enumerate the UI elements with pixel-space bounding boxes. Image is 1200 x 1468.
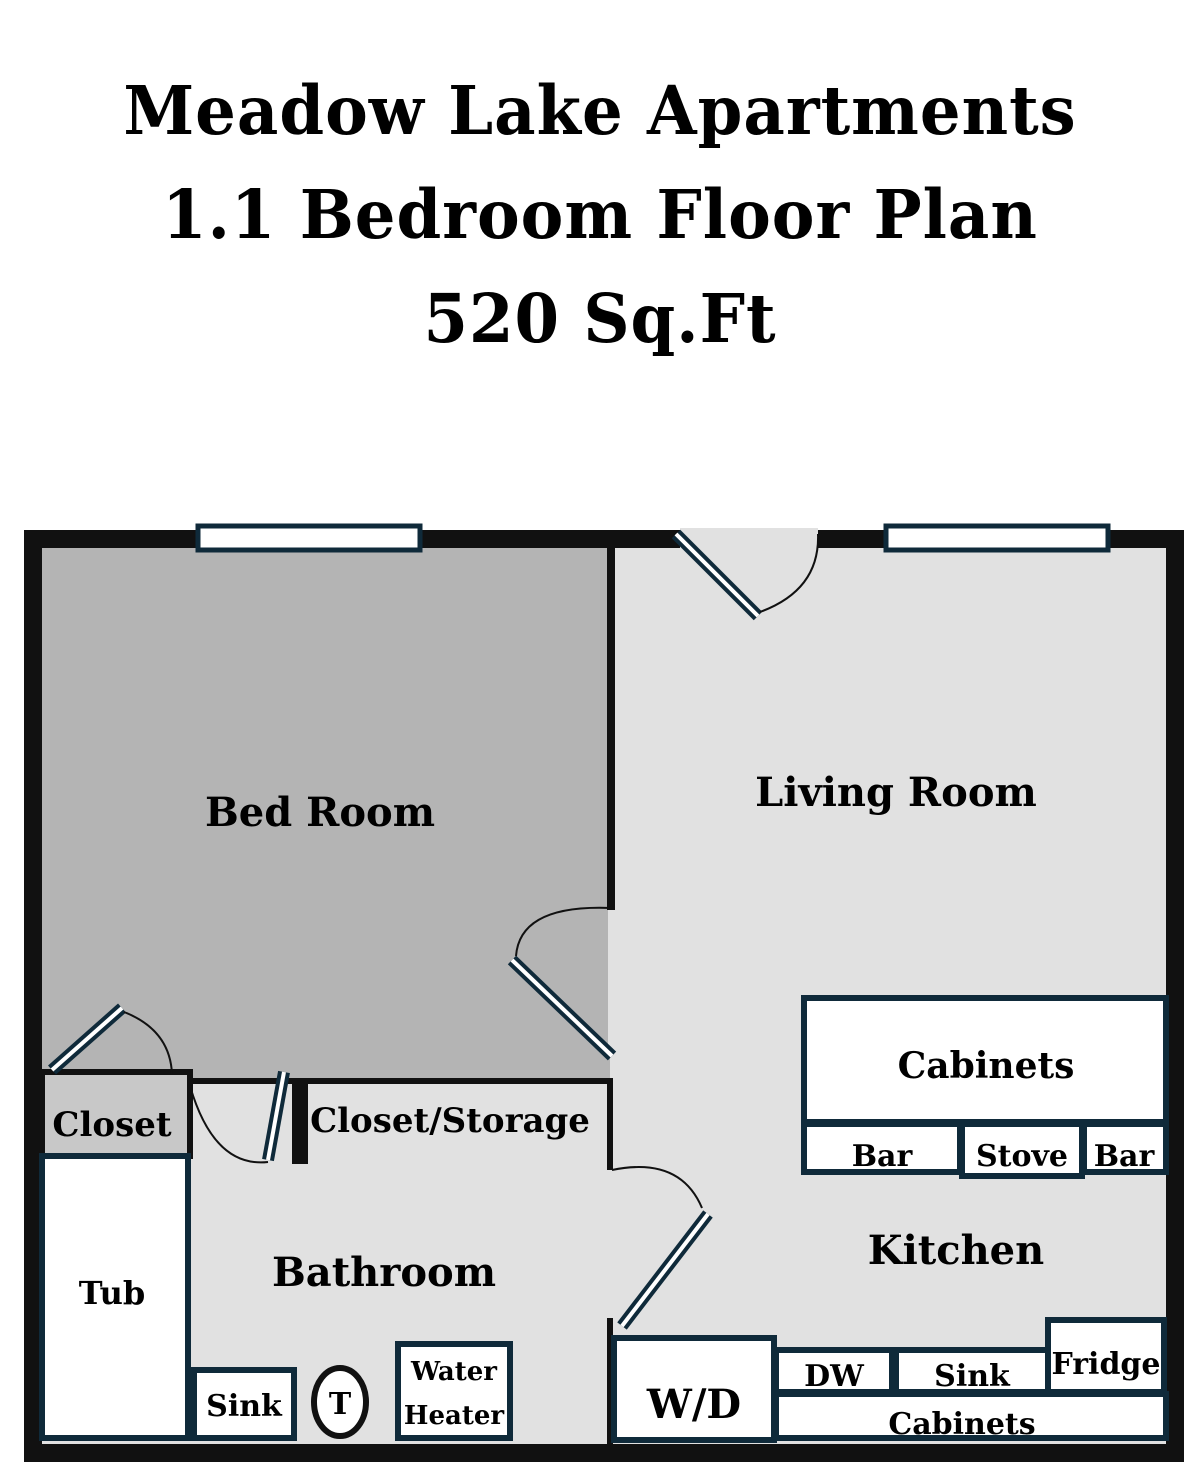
bedroom-floor xyxy=(42,548,610,1082)
label-water-heater-2: Heater xyxy=(404,1401,505,1431)
label-bar-left: Bar xyxy=(852,1139,914,1174)
closet-door[interactable] xyxy=(48,1003,173,1075)
label-bath-sink: Sink xyxy=(206,1389,283,1424)
fridge xyxy=(1045,1317,1167,1395)
bath-kitchen-door[interactable] xyxy=(611,1166,713,1330)
tub xyxy=(39,1153,191,1441)
toilet xyxy=(311,1365,369,1439)
label-bar-right: Bar xyxy=(1094,1139,1156,1174)
bedroom-door-gap xyxy=(608,908,618,1054)
closet-area xyxy=(39,1069,193,1159)
entry-door-gap xyxy=(680,528,818,550)
label-washer-dryer: W/D xyxy=(646,1381,741,1428)
label-living-room: Living Room xyxy=(755,769,1037,816)
bar-left xyxy=(801,1121,963,1175)
bar-right xyxy=(1081,1121,1169,1175)
label-bedroom: Bed Room xyxy=(205,789,435,836)
label-toilet: T xyxy=(329,1387,352,1422)
label-water-heater-1: Water xyxy=(410,1357,497,1387)
storage-wall xyxy=(292,1078,308,1164)
title-line-2: 1.1 Bedroom Floor Plan xyxy=(162,176,1038,255)
bedroom-south-wall xyxy=(190,1078,612,1084)
label-stove: Stove xyxy=(976,1139,1068,1174)
label-kitchen: Kitchen xyxy=(868,1227,1044,1274)
title-block: Meadow Lake Apartments 1.1 Bedroom Floor… xyxy=(0,60,1200,372)
label-lower-cabinets: Cabinets xyxy=(888,1407,1035,1442)
bedroom-door[interactable] xyxy=(507,906,617,1061)
bedroom-east-wall-upper xyxy=(607,548,615,910)
washer-dryer xyxy=(611,1335,777,1443)
title-line-3: 520 Sq.Ft xyxy=(423,280,777,359)
label-kitchen-sink: Sink xyxy=(934,1359,1011,1394)
bath-east-wall-upper xyxy=(607,1078,613,1170)
label-closet-storage: Closet/Storage xyxy=(310,1101,590,1141)
label-bathroom: Bathroom xyxy=(272,1249,496,1296)
dishwasher xyxy=(773,1347,895,1395)
label-upper-cabinets: Cabinets xyxy=(898,1045,1075,1087)
upper-cabinets xyxy=(801,995,1169,1125)
label-tub: Tub xyxy=(79,1274,146,1312)
bath-sink xyxy=(191,1367,297,1441)
label-closet: Closet xyxy=(52,1105,171,1145)
bath-east-wall-lower xyxy=(607,1318,613,1444)
bathroom-door[interactable] xyxy=(189,1070,290,1164)
entry-door[interactable] xyxy=(671,529,820,621)
stove xyxy=(959,1121,1085,1179)
title-line-1: Meadow Lake Apartments xyxy=(123,72,1077,151)
label-fridge: Fridge xyxy=(1051,1347,1160,1382)
bedroom-window xyxy=(195,523,423,553)
living-room-window xyxy=(883,523,1111,553)
lower-cabinets xyxy=(773,1391,1169,1441)
label-dishwasher: DW xyxy=(804,1359,865,1394)
water-heater xyxy=(395,1341,513,1441)
